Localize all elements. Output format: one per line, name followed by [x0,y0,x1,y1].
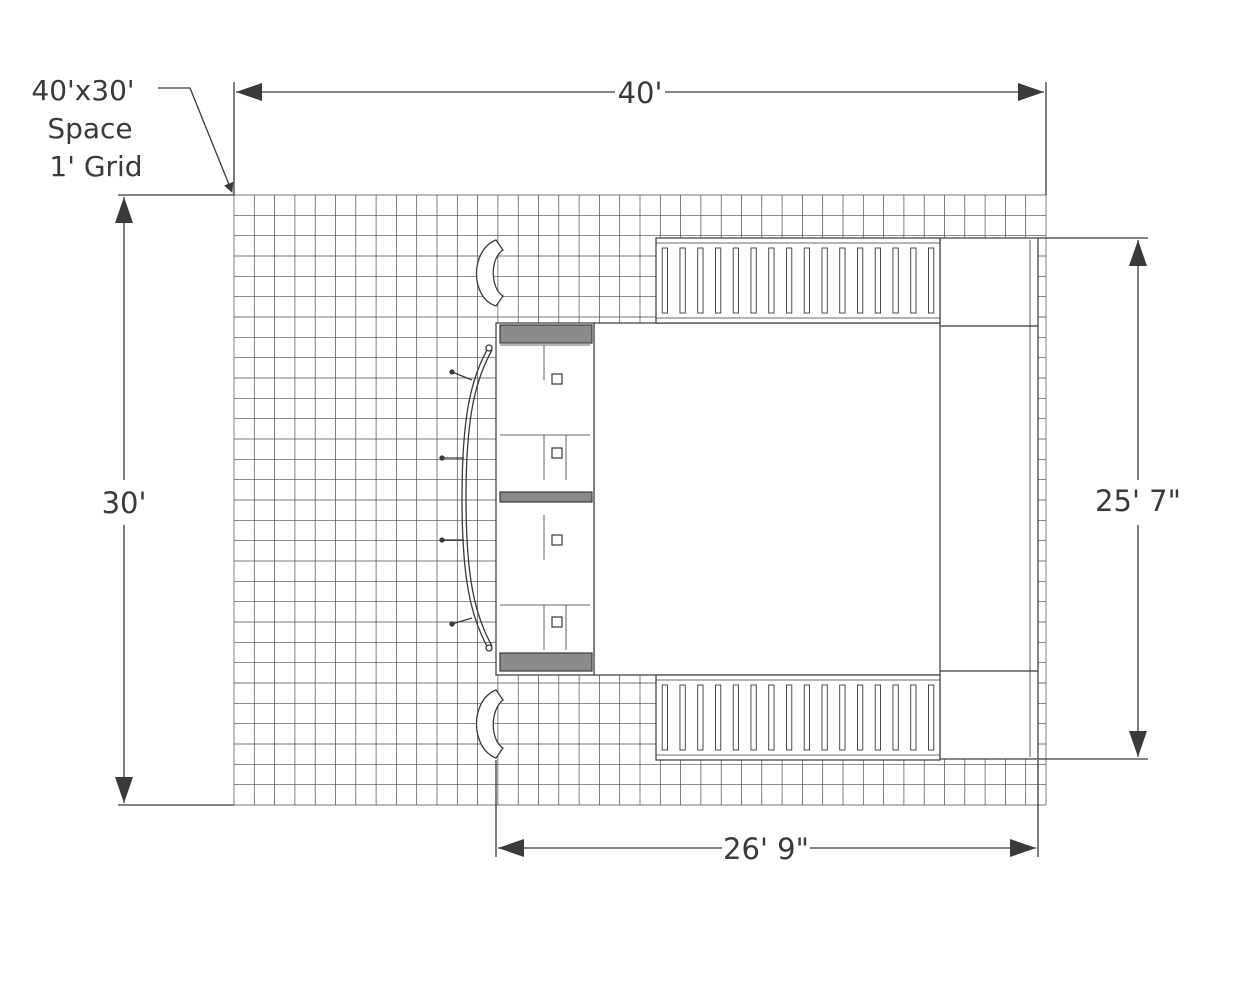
shelf-slat [661,684,668,751]
back-wall-area [939,237,1039,760]
shelf-slat [857,684,864,751]
counter-box-2 [551,447,563,459]
shelf-slat [821,247,828,314]
shelf-slat [839,247,846,314]
booth-depth-label: 25' 7" [1095,484,1181,518]
shelf-slat [768,247,775,314]
planter-bottom [499,652,593,672]
shelf-slat [803,684,810,751]
shelf-slat [750,247,757,314]
note-leader [158,87,234,193]
curved-railing [439,344,493,652]
space-type-label: Space [47,112,132,145]
space-size-label: 40'x30' [31,74,134,107]
booth-width-dimension [495,760,1039,857]
shelf-slat [928,247,935,314]
shelf-slat [821,684,828,751]
shelf-slat [786,684,793,751]
stool-bottom [476,689,504,759]
shelf-slat [874,247,881,314]
shelf-slat [892,247,899,314]
shelf-slat [715,684,722,751]
grid-scale-label: 1' Grid [49,150,142,183]
shelf-slat [874,684,881,751]
counter-box-3 [551,534,563,546]
shelving-unit-bottom [655,674,941,761]
shelf-slat [661,247,668,314]
shelf-slat [857,247,864,314]
booth-width-label: 26' 9" [723,832,809,866]
planter-middle [499,491,593,503]
shelf-slat [697,247,704,314]
width-dimension [233,82,1047,195]
booth-floor [593,322,943,676]
shelf-slat [910,684,917,751]
counter-box-1 [551,373,563,385]
shelving-unit-top [655,237,941,324]
shelf-slat [892,684,899,751]
booth-depth-dimension [1038,237,1148,760]
shelf-slat [786,247,793,314]
stool-top [476,239,504,307]
shelf-slat [732,684,739,751]
shelf-slat [910,247,917,314]
shelf-slat [839,684,846,751]
shelf-slat [750,684,757,751]
width-label: 40' [618,76,663,110]
booth [495,237,1039,760]
shelf-slat [697,684,704,751]
shelf-slat [928,684,935,751]
shelf-slat [679,684,686,751]
height-dimension [115,194,234,806]
shelf-slat [679,247,686,314]
shelf-slat [715,247,722,314]
shelf-slat [732,247,739,314]
shelf-slat [768,684,775,751]
planter-top [499,324,593,344]
counter-box-4 [551,616,563,628]
height-label: 30' [102,486,147,520]
shelf-slat [803,247,810,314]
